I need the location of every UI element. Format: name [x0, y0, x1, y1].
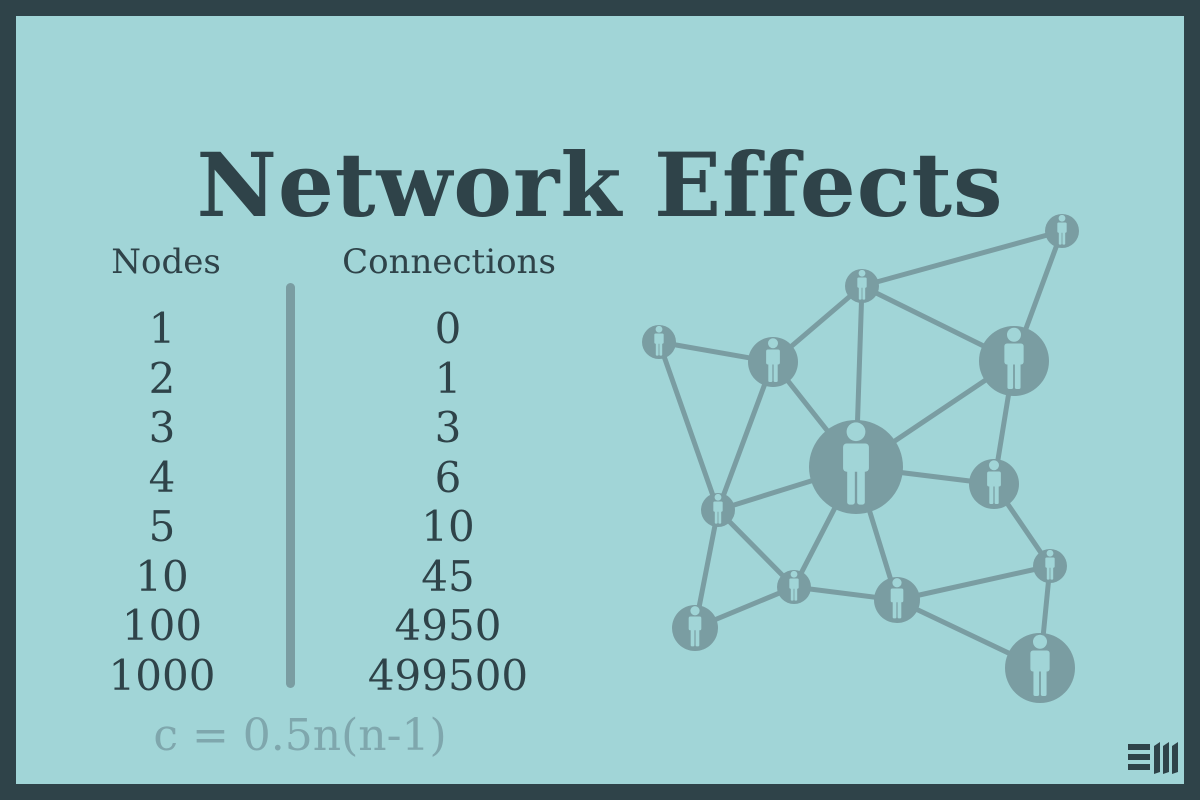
nodes-value: 5 [148, 502, 176, 551]
nodes-value: 1000 [108, 650, 216, 700]
connections-value: 1 [434, 353, 462, 403]
nodes-value: 4 [148, 452, 176, 502]
network-node [809, 420, 903, 514]
connections-value: 0 [434, 304, 462, 353]
connections-value: 499500 [367, 650, 529, 700]
brand-logo-icon [1128, 742, 1178, 774]
network-node [777, 570, 811, 604]
connections-formula: c = 0.5n(n-1) [153, 710, 447, 761]
network-node [701, 493, 735, 527]
network-edge [894, 563, 1053, 603]
network-node [969, 459, 1019, 509]
network-node [845, 269, 879, 303]
nodes-list: 1 2 3 4 5 10 100 1000 [82, 304, 242, 700]
connections-list: 0 1 3 6 10 45 4950 499500 [346, 304, 550, 700]
nodes-header: Nodes [111, 242, 221, 282]
network-node [1033, 549, 1067, 583]
network-node [1005, 633, 1075, 703]
network-edge [715, 359, 776, 513]
network-edge [859, 228, 1065, 289]
connections-value: 3 [434, 403, 462, 452]
network-nodes [642, 214, 1079, 703]
network-node [642, 325, 676, 359]
nodes-value: 3 [148, 403, 176, 452]
connections-value: 4950 [394, 601, 502, 650]
nodes-value: 100 [121, 601, 203, 650]
network-node [874, 577, 920, 623]
nodes-value: 2 [148, 353, 176, 403]
network-node [1045, 214, 1079, 248]
connections-value: 10 [421, 502, 475, 551]
column-divider [286, 283, 295, 688]
network-edge [715, 507, 797, 590]
network-node [672, 605, 718, 651]
nodes-value: 10 [135, 551, 189, 601]
connections-value: 6 [434, 452, 462, 502]
network-edge [656, 339, 721, 513]
background-panel [16, 16, 1184, 784]
connections-header: Connections [342, 242, 556, 282]
connections-value: 45 [421, 551, 475, 601]
network-node [748, 337, 798, 387]
page-title: Network Effects [196, 132, 1004, 237]
nodes-value: 1 [148, 304, 176, 353]
network-node [979, 326, 1049, 396]
